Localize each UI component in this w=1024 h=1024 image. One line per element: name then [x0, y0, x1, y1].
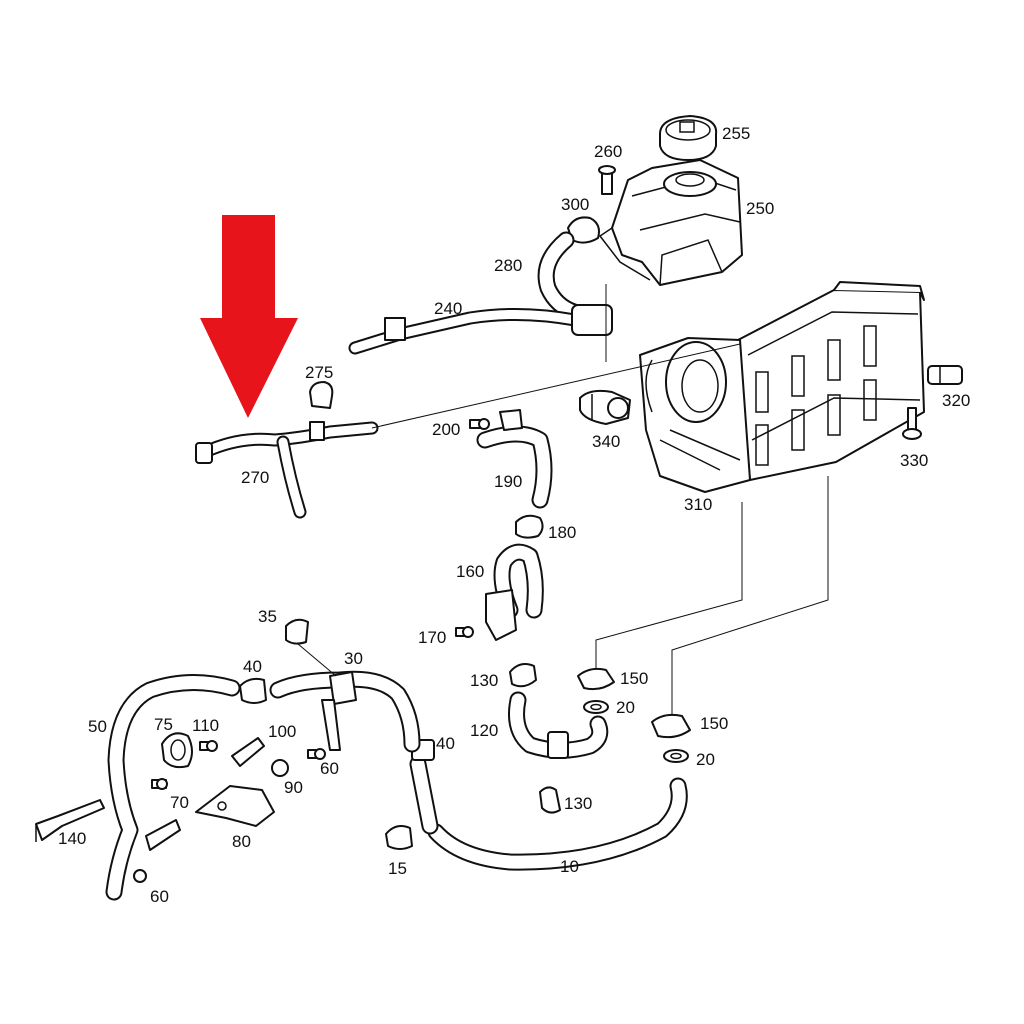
hose-240-connector	[384, 317, 406, 341]
callout-90: 90	[284, 778, 303, 797]
charge-air-cooler	[639, 281, 925, 493]
bolt-170	[455, 626, 474, 638]
sensor-320	[927, 365, 963, 385]
bolt-110	[199, 740, 218, 752]
clamp-130-b	[539, 786, 561, 814]
callout-130-b: 130	[564, 794, 592, 813]
clamp-75	[161, 732, 193, 769]
clamp-150-b	[651, 713, 691, 739]
hose-160	[485, 543, 544, 641]
hose-50	[105, 674, 241, 901]
callout-310: 310	[684, 495, 712, 514]
callout-60-b: 60	[150, 887, 169, 906]
callout-35: 35	[258, 607, 277, 626]
callout-270: 270	[241, 468, 269, 487]
callout-280: 280	[494, 256, 522, 275]
thermostat-340	[579, 389, 631, 425]
bracket-100	[231, 737, 265, 767]
expansion-tank	[598, 159, 743, 286]
hose-120	[508, 691, 609, 759]
bracket-80	[195, 785, 275, 827]
callout-200: 200	[432, 420, 460, 439]
nut-90	[271, 759, 289, 777]
hose-bracket	[321, 699, 341, 751]
callout-75: 75	[154, 715, 173, 734]
highlight-arrow	[200, 215, 298, 418]
clamp-150-a	[577, 667, 615, 691]
callout-255: 255	[722, 124, 750, 143]
expansion-tank-cap	[659, 115, 718, 161]
callout-340: 340	[592, 432, 620, 451]
washer-20-b	[663, 749, 689, 763]
callout-150-a: 150	[620, 669, 648, 688]
callout-70: 70	[170, 793, 189, 812]
callout-250: 250	[746, 199, 774, 218]
clamp-130-a	[509, 663, 537, 688]
callout-180: 180	[548, 523, 576, 542]
callout-10: 10	[560, 857, 579, 876]
callout-330: 330	[900, 451, 928, 470]
hose-10	[409, 739, 688, 871]
callout-140: 140	[58, 829, 86, 848]
tank-outlet-fitting	[571, 304, 613, 336]
callout-80: 80	[232, 832, 251, 851]
callout-100: 100	[268, 722, 296, 741]
callout-275: 275	[305, 363, 333, 382]
bolt-200	[469, 418, 490, 430]
callout-110: 110	[192, 716, 219, 735]
callout-15: 15	[388, 859, 407, 878]
callout-40-b: 40	[436, 734, 455, 753]
callout-30: 30	[344, 649, 363, 668]
washer-20-a	[583, 700, 609, 714]
callout-170: 170	[418, 628, 446, 647]
callout-150-b: 150	[700, 714, 728, 733]
bracket-140	[35, 799, 105, 842]
hose-clamp-300	[567, 216, 600, 244]
callout-320: 320	[942, 391, 970, 410]
callout-20-b: 20	[696, 750, 715, 769]
callout-300: 300	[561, 195, 589, 214]
callout-20-a: 20	[616, 698, 635, 717]
bolt-330	[902, 407, 922, 440]
hose-190	[476, 409, 553, 509]
clamp-15	[385, 825, 413, 850]
clamp-180	[515, 514, 544, 539]
bolt-70	[151, 778, 168, 790]
bracket-60-b	[133, 819, 181, 883]
hose-30	[269, 670, 421, 753]
callout-130-a: 130	[470, 671, 498, 690]
callout-60-a: 60	[320, 759, 339, 778]
callout-260: 260	[594, 142, 622, 161]
bolt-60-a	[307, 748, 326, 760]
callout-240: 240	[434, 299, 462, 318]
callout-160: 160	[456, 562, 484, 581]
clamp-35	[285, 618, 309, 645]
clamp-40-left	[239, 677, 267, 704]
callout-50: 50	[88, 717, 107, 736]
hose-270	[195, 421, 379, 519]
callout-120: 120	[470, 721, 498, 740]
callout-40-a: 40	[243, 657, 262, 676]
tank-bolt	[598, 165, 616, 195]
callout-190: 190	[494, 472, 522, 491]
clamp-275	[309, 381, 334, 409]
